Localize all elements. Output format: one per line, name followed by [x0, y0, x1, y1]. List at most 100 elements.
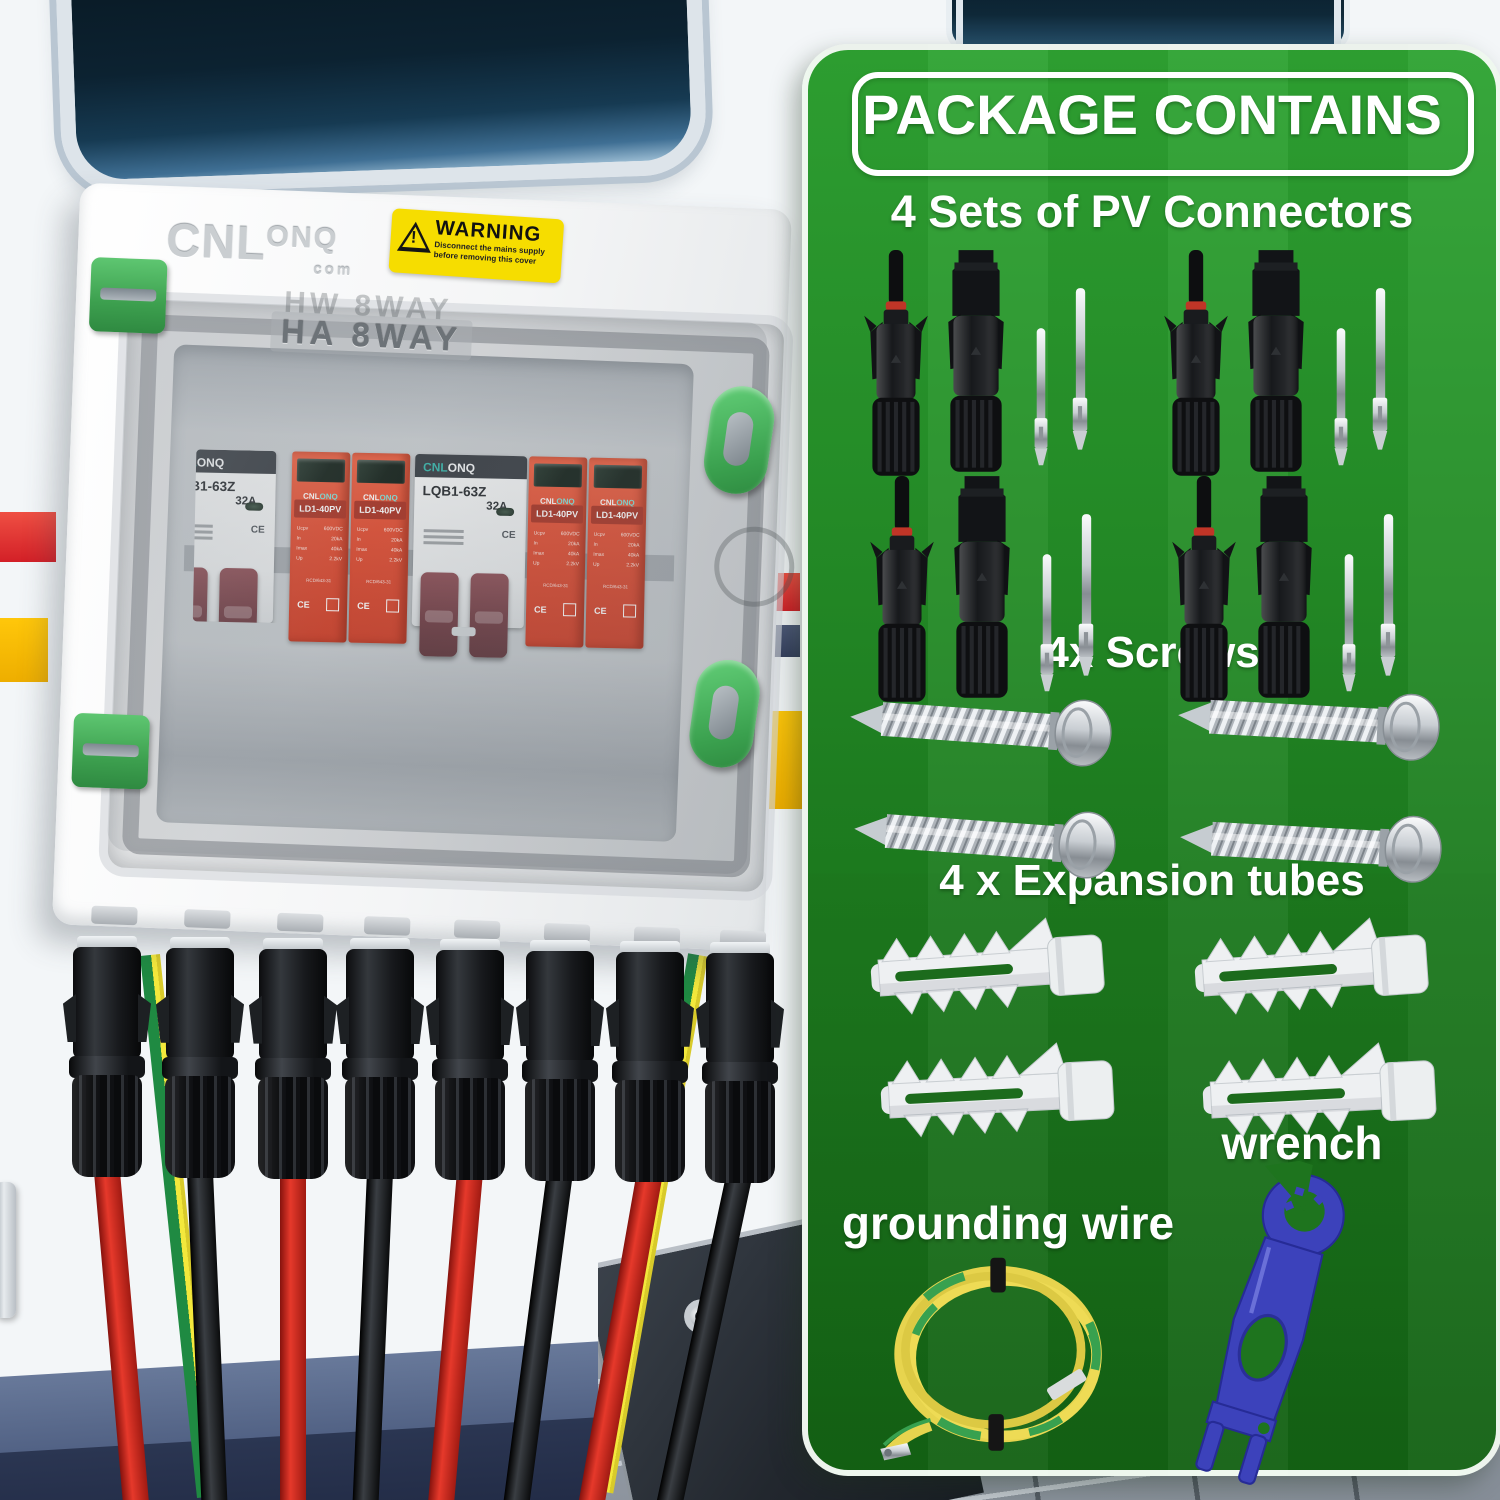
circuit-breaker-module: CNLONQ LQB1-63Z 32A CE [192, 449, 277, 624]
connector-gland [615, 1079, 685, 1182]
toggle-link-bar [200, 621, 225, 624]
header-border [852, 72, 1474, 176]
breaker-ce-mark: CE [250, 524, 265, 536]
mc4-connector[interactable] [606, 940, 694, 1191]
label-grounding-wire: grounding wire [841, 1197, 1175, 1249]
pv-connector-female [946, 470, 1018, 706]
connector-body [436, 950, 504, 1063]
spd-status-window [533, 463, 583, 488]
connector-gland [345, 1077, 415, 1180]
connector-collar [255, 1057, 331, 1080]
cable-gland-mount [363, 916, 411, 936]
cable-gland-mount [184, 909, 231, 929]
connector-collar [432, 1059, 508, 1082]
expansion-tube-image [875, 1035, 1132, 1152]
spd-code: RCD/643-31 [306, 577, 332, 584]
connector-collar [69, 1056, 145, 1078]
pv-connector-female [1248, 470, 1320, 706]
pv-connector-male [860, 248, 932, 484]
spd-ce-mark: CE [297, 599, 310, 610]
crimp-pin-large [1366, 286, 1394, 462]
connector-collar [162, 1056, 238, 1079]
cover-hinge-bottom[interactable] [71, 712, 151, 790]
latch-wing-icon [591, 998, 604, 1046]
breaker-model: LQB1-63Z [422, 483, 487, 500]
mc4-connector[interactable] [63, 936, 151, 1186]
spd-code: RCD/643-31 [543, 582, 569, 589]
mc4-connector[interactable] [249, 937, 337, 1188]
breaker-row: CNLONQ LQB1-63Z 32A CE CNLONQ LD1-40PV U… [183, 449, 675, 689]
breaker-partial: CNLONQ LQB1-63Z 32A CE [192, 449, 291, 624]
breaker-toggle[interactable] [469, 573, 509, 658]
cover-hinge-top[interactable] [88, 257, 168, 334]
spd-model-label: LD1-40PV [530, 504, 584, 524]
grounding-wire-image [866, 1250, 1134, 1472]
mc4-connector[interactable] [696, 941, 784, 1192]
pv-connector-female [940, 244, 1012, 480]
breaker-indicator [245, 502, 264, 511]
wall-seam [956, 0, 963, 46]
cable-gland-mount [276, 912, 324, 933]
breaker-logo: CNLONQ [192, 449, 277, 475]
connector-collar [612, 1060, 688, 1083]
screw-image [1174, 669, 1446, 775]
pv-connector-male [1160, 248, 1232, 484]
screw-image [845, 671, 1119, 781]
cable-gland-mount [453, 919, 501, 940]
label-pv-connectors: 4 Sets of PV Connectors [890, 186, 1414, 237]
expansion-tube-image [1189, 909, 1448, 1030]
cable-gland-mount [91, 905, 138, 926]
connector-body [259, 948, 327, 1061]
connector-gland [258, 1076, 328, 1179]
mc4-connector[interactable] [426, 939, 514, 1189]
connector-body [73, 947, 141, 1059]
latch-wing-icon [336, 996, 349, 1045]
circuit-breaker-module: CNLONQ LQB1-63Z 32A CE [411, 453, 528, 658]
panel-header: PACKAGE CONTAINS [862, 83, 1442, 146]
mc4-connector[interactable] [336, 938, 424, 1188]
warning-sticker: WARNING Disconnect the mains supply befo… [388, 208, 565, 284]
label-expansion-tubes: 4 x Expansion tubes [939, 856, 1365, 905]
connector-gland [72, 1075, 142, 1177]
latch-wing-icon [771, 999, 784, 1048]
latch-wing-icon [411, 996, 424, 1045]
spd-cert-icon [326, 598, 340, 612]
brand-onq: ONQ [265, 220, 339, 256]
breaker-toggles[interactable] [411, 562, 525, 660]
latch-wing-icon [324, 995, 337, 1044]
breaker-toggles[interactable] [192, 557, 274, 624]
window-top-right [952, 0, 1344, 46]
breaker-toggle[interactable] [218, 567, 258, 624]
breaker-model: LQB1-63Z [192, 477, 236, 495]
spd-cert-icon [562, 603, 577, 617]
spd-status-window [356, 459, 406, 484]
spd-model-label: LD1-40PV [293, 499, 347, 519]
latch-wing-icon [696, 999, 709, 1048]
breaker-toggle[interactable] [419, 572, 459, 657]
mc4-connector[interactable] [516, 940, 604, 1190]
breaker-toggle[interactable] [192, 566, 208, 624]
latch-wing-icon [138, 994, 151, 1042]
warning-triangle-icon [396, 220, 433, 253]
spd-code: RCD/643-31 [366, 578, 392, 585]
brand-com: com [313, 260, 354, 280]
spd-ce-mark: CE [357, 600, 370, 611]
connector-body [346, 949, 414, 1062]
spd-model-label: LD1-40PV [353, 500, 407, 520]
spd-cert-icon [622, 604, 637, 618]
expansion-tube-image [865, 909, 1124, 1030]
latch-wing-icon [249, 995, 262, 1044]
brand-logo: CNLONQ com [165, 212, 355, 279]
pv-connector-female [1240, 244, 1312, 480]
connector-body [616, 951, 684, 1064]
breaker-ce-mark: CE [501, 529, 516, 542]
latch-wing-icon [606, 998, 619, 1047]
spd-ce-mark: CE [534, 603, 547, 615]
door-handle [0, 1182, 16, 1318]
mc4-connector[interactable] [156, 936, 244, 1187]
latch-wing-icon [426, 997, 439, 1046]
